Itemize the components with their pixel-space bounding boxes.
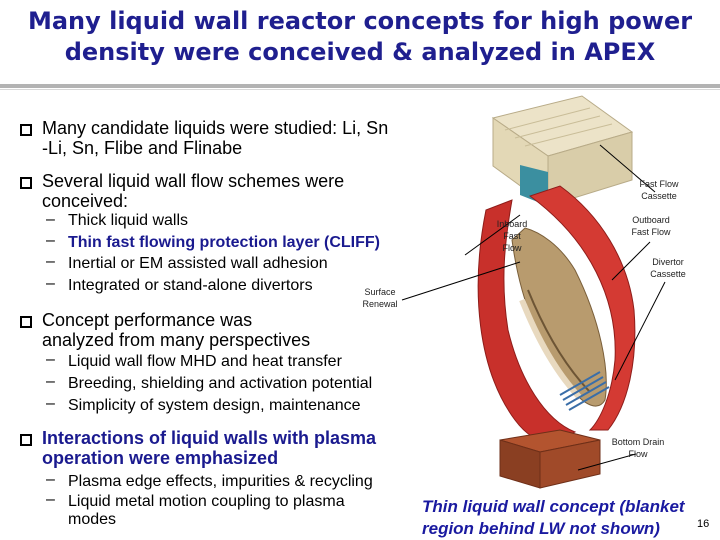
title-line-2: density were conceived & analyzed in APE… — [64, 38, 656, 66]
sub-item: Inertial or EM assisted wall adhesion — [68, 255, 328, 272]
figure-caption: Thin liquid wall concept (blanket region… — [422, 497, 685, 538]
divertor-cassette-label: Divertor Cassette — [650, 257, 686, 279]
dash-marker: – — [46, 253, 55, 270]
page-number: 16 — [697, 518, 710, 530]
dash-marker: – — [46, 232, 55, 249]
sub-item-continuation: modes — [68, 511, 117, 528]
sub-item: Thick liquid walls — [68, 212, 189, 229]
bullet-box-icon — [20, 124, 32, 136]
bullet-box-icon — [20, 316, 32, 328]
title-divider — [0, 84, 720, 88]
title-divider-shadow — [0, 89, 720, 90]
bullet-performance: Concept performance was analyzed from ma… — [42, 310, 311, 350]
slide-title: Many liquid wall reactor concepts for hi… — [0, 6, 720, 68]
dash-marker: – — [46, 491, 55, 508]
outboard-fast-flow-label: Outboard Fast Flow — [631, 215, 671, 237]
bullet-box-icon — [20, 177, 32, 189]
sub-item: Simplicity of system design, maintenance — [68, 397, 361, 414]
dash-marker: – — [46, 275, 55, 292]
title-line-1: Many liquid wall reactor concepts for hi… — [27, 7, 693, 35]
sub-item: Liquid metal motion coupling to plasma — [68, 493, 345, 510]
sub-item: Integrated or stand-alone divertors — [68, 277, 313, 294]
dash-marker: – — [46, 395, 55, 412]
pointer-lines — [401, 144, 666, 471]
bullet-flow-schemes: Several liquid wall flow schemes were co… — [42, 171, 345, 211]
fast-flow-cassette-block — [491, 95, 634, 207]
dash-marker: – — [46, 471, 55, 488]
sub-item: Breeding, shielding and activation poten… — [68, 375, 373, 392]
sub-item-cliff: Thin fast flowing protection layer (CLIF… — [68, 234, 380, 251]
dash-marker: – — [46, 211, 55, 228]
fast-flow-cassette-label: Fast Flow Cassette — [639, 179, 679, 201]
dash-marker: – — [46, 351, 55, 368]
sub-item: Plasma edge effects, impurities & recycl… — [68, 473, 373, 490]
bullet-plasma-interactions: Interactions of liquid walls with plasma… — [42, 428, 377, 468]
bottom-drain-flow-label: Bottom Drain Flow — [611, 437, 665, 459]
bullet-liquids: Many candidate liquids were studied: Li,… — [42, 118, 389, 158]
bullet-box-icon — [20, 434, 32, 446]
dash-marker: – — [46, 373, 55, 390]
sub-item: Liquid wall flow MHD and heat transfer — [68, 353, 342, 370]
inboard-fast-flow-label: Inboard Fast Flow — [496, 219, 528, 253]
divertor-tubes — [559, 371, 610, 411]
surface-renewal-label: Surface Renewal — [362, 287, 398, 309]
